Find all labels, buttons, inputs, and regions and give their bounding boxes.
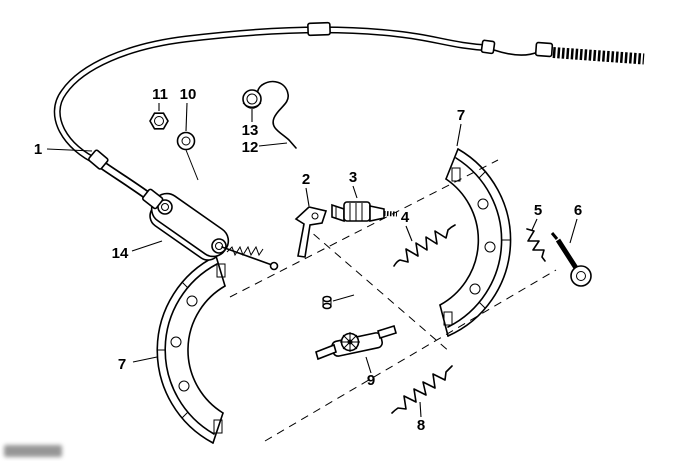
callout-4: 4 xyxy=(401,209,410,226)
part-cable-bracket xyxy=(149,192,279,271)
callout-5: 5 xyxy=(534,202,542,219)
callout-1: 1 xyxy=(34,141,42,158)
callout-7-left: 7 xyxy=(118,356,126,373)
part-brake-shoe-right xyxy=(439,148,512,337)
part-parking-brake-cable xyxy=(53,21,645,210)
part-return-spring-lower xyxy=(391,365,453,414)
callout-9: 9 xyxy=(367,372,375,389)
part-expander xyxy=(315,324,397,361)
callout-14: 14 xyxy=(112,245,129,262)
callout-12: 12 xyxy=(242,139,259,156)
part-return-spring-upper xyxy=(393,224,456,267)
callout-10: 10 xyxy=(180,86,197,103)
callout-11: 11 xyxy=(152,86,168,103)
part-spring xyxy=(526,228,546,262)
part-hex-nut xyxy=(149,112,169,130)
part-wire-spring xyxy=(256,80,297,149)
callout-6: 6 xyxy=(574,202,582,219)
callout-8: 8 xyxy=(417,417,425,434)
construction-lines xyxy=(229,159,557,442)
callout-13: 13 xyxy=(242,122,259,139)
part-flange-nut xyxy=(242,89,262,109)
watermark-smudge xyxy=(4,445,62,457)
leader-lines xyxy=(46,102,578,418)
callout-3: 3 xyxy=(349,169,357,186)
callout-2: 2 xyxy=(302,171,310,188)
part-washer xyxy=(176,131,199,181)
part-adjuster xyxy=(331,201,398,223)
callout-7-right: 7 xyxy=(457,107,465,124)
part-pin-bolt xyxy=(550,232,592,287)
pin-small xyxy=(322,294,355,310)
part-brake-shoe-left xyxy=(156,255,226,444)
part-bracket xyxy=(294,206,328,258)
